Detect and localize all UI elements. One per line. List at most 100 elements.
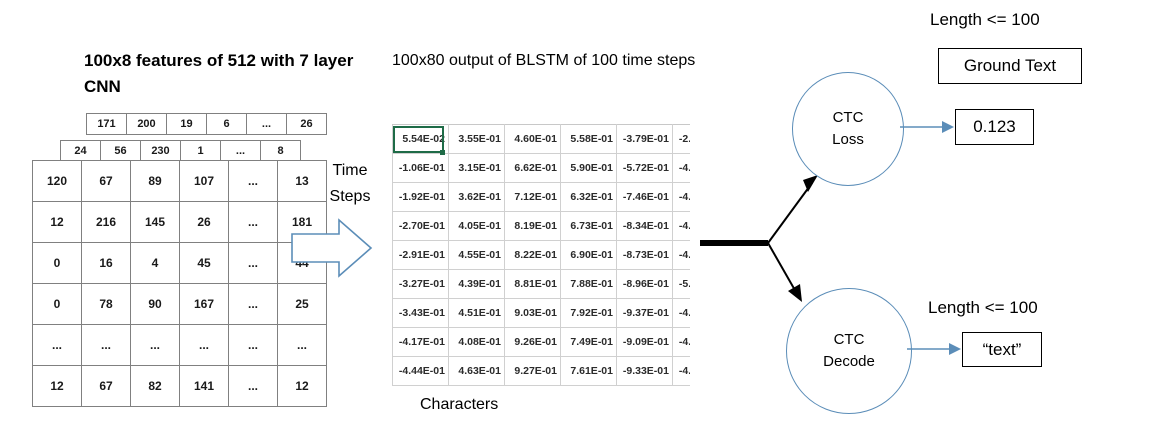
cell[interactable]: 4.60E-01 (504, 124, 561, 154)
cell[interactable]: -3.43E-01 (392, 298, 449, 328)
cell[interactable]: 4.05E-01 (448, 211, 505, 241)
cell[interactable]: -4.90E-01 (672, 298, 690, 328)
cell[interactable]: -1.06E-01 (392, 153, 449, 183)
flow-block-arrow-icon (291, 218, 373, 278)
cell: 141 (179, 365, 229, 407)
cell: ... (228, 365, 278, 407)
cnn-feature-layer-back: 171 200 19 6 ... 26 (86, 113, 327, 135)
cell[interactable]: 4.51E-01 (448, 298, 505, 328)
cell[interactable]: 3.55E-01 (448, 124, 505, 154)
cell[interactable]: 8.81E-01 (504, 269, 561, 299)
decoded-text-box[interactable]: “text” (962, 332, 1042, 367)
cell: 12 (32, 365, 82, 407)
cell[interactable]: 6.90E-01 (560, 240, 617, 270)
cell[interactable]: -3.79E-01 (616, 124, 673, 154)
cell: 25 (277, 283, 327, 325)
cell[interactable]: -4.74E-01 (672, 327, 690, 357)
cell[interactable]: 8.19E-01 (504, 211, 561, 241)
ground-length-label: Length <= 100 (930, 10, 1040, 29)
cell: 0 (32, 242, 82, 284)
cell: ... (220, 140, 261, 162)
cell[interactable]: 6.73E-01 (560, 211, 617, 241)
cell[interactable]: -7.46E-01 (616, 182, 673, 212)
table-row: .................. (32, 324, 327, 366)
cell[interactable]: -4.17E-01 (392, 327, 449, 357)
cell[interactable]: -8.34E-01 (616, 211, 673, 241)
cell[interactable]: 3.62E-01 (448, 182, 505, 212)
cell: 1 (180, 140, 221, 162)
cell[interactable]: -2.70E-01 (392, 211, 449, 241)
ctc-loss-node[interactable]: CTC Loss (792, 72, 904, 186)
time-steps-label: Time Steps (329, 162, 371, 205)
cell: 82 (130, 365, 180, 407)
cell[interactable]: 7.61E-01 (560, 356, 617, 386)
cell[interactable]: 9.26E-01 (504, 327, 561, 357)
cell[interactable]: -9.37E-01 (616, 298, 673, 328)
cell[interactable]: 9.27E-01 (504, 356, 561, 386)
cell[interactable]: -3.27E-01 (392, 269, 449, 299)
cell[interactable]: -4.67E-01 (672, 356, 690, 386)
decoded-text-value: “text” (982, 339, 1022, 359)
cell[interactable]: 3.15E-01 (448, 153, 505, 183)
cell: ... (81, 324, 131, 366)
ground-text-box[interactable]: Ground Text (938, 48, 1082, 84)
cell[interactable]: 7.88E-01 (560, 269, 617, 299)
cell: ... (32, 324, 82, 366)
cell: 145 (130, 201, 180, 243)
decode-length-label: Length <= 100 (928, 298, 1038, 317)
cell: 216 (81, 201, 131, 243)
ctc-decode-node[interactable]: CTC Decode (786, 288, 912, 414)
cell[interactable]: 9.03E-01 (504, 298, 561, 328)
cell[interactable]: -8.73E-01 (616, 240, 673, 270)
cell[interactable]: -9.33E-01 (616, 356, 673, 386)
ground-text-value: Ground Text (963, 56, 1057, 75)
characters-axis-label: Characters (420, 396, 499, 413)
cell[interactable]: -2.91E-01 (392, 240, 449, 270)
cell[interactable]: -8.96E-01 (616, 269, 673, 299)
cell[interactable]: 8.22E-01 (504, 240, 561, 270)
cell[interactable]: 7.49E-01 (560, 327, 617, 357)
cell[interactable]: 6.32E-01 (560, 182, 617, 212)
cell[interactable]: -4.88E-01 (672, 240, 690, 270)
selection-fill-handle[interactable] (440, 150, 445, 155)
cell[interactable]: 7.12E-01 (504, 182, 561, 212)
cell[interactable]: -4.44E-01 (392, 356, 449, 386)
cell: 78 (81, 283, 131, 325)
cell: 200 (126, 113, 167, 135)
cell: 89 (130, 160, 180, 202)
cell[interactable]: -5.72E-01 (616, 153, 673, 183)
cell[interactable]: 5.90E-01 (560, 153, 617, 183)
branch-arrows-icon (700, 175, 818, 302)
loss-value-box[interactable]: 0.123 (955, 109, 1034, 145)
cell: 120 (32, 160, 82, 202)
cell[interactable]: -2.39E-01 (672, 124, 690, 154)
cell[interactable]: 4.39E-01 (448, 269, 505, 299)
cell[interactable]: -5.02E-01 (672, 269, 690, 299)
cell: 19 (166, 113, 207, 135)
cell[interactable]: -4.65E-01 (672, 182, 690, 212)
cell[interactable]: -4.03E-01 (672, 153, 690, 183)
cell[interactable]: -9.09E-01 (616, 327, 673, 357)
cell[interactable]: 6.62E-01 (504, 153, 561, 183)
cell[interactable]: 4.08E-01 (448, 327, 505, 357)
cell[interactable]: -4.87E-01 (672, 211, 690, 241)
cell[interactable]: 5.54E-02 (392, 124, 449, 154)
cell[interactable]: 4.63E-01 (448, 356, 505, 386)
cell[interactable]: -1.92E-01 (392, 182, 449, 212)
cell[interactable]: 4.55E-01 (448, 240, 505, 270)
ctc-loss-label: CTC Loss (832, 109, 864, 148)
selected-cell-outline[interactable] (393, 126, 444, 153)
cell[interactable]: 5.58E-01 (560, 124, 617, 154)
cell: ... (246, 113, 287, 135)
loss-value: 0.123 (973, 117, 1016, 136)
cell: 90 (130, 283, 180, 325)
cell[interactable]: 7.92E-01 (560, 298, 617, 328)
